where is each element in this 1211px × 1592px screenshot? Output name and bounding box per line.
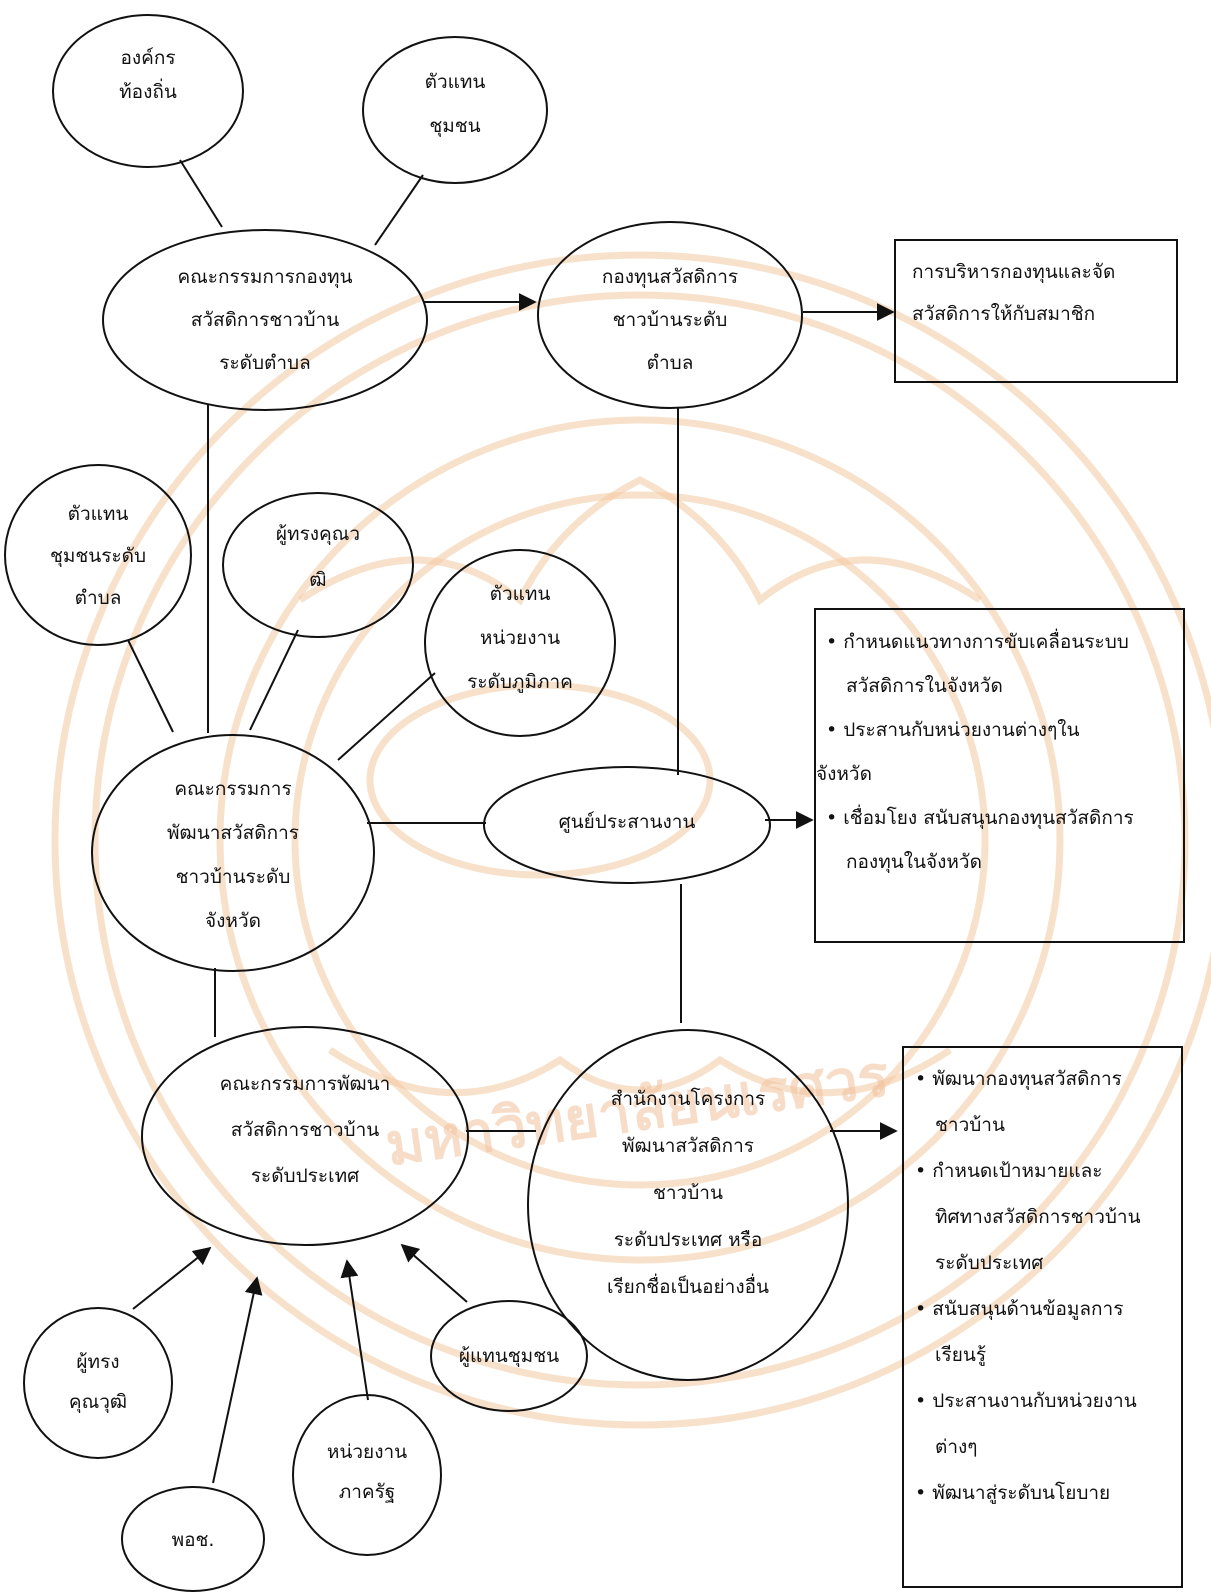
national-committee-label-line: คณะกรรมการพัฒนา	[220, 1073, 391, 1095]
local-org-node	[52, 14, 244, 168]
province-committee-label-line: ชาวบ้านระดับ	[176, 866, 291, 888]
national-office-label-line: พัฒนาสวัสดิการ	[622, 1135, 754, 1157]
province-tasks-line: กองทุนในจังหวัด	[846, 851, 982, 874]
national-committee-node	[141, 1026, 469, 1246]
province-tasks-line: สวัสดิการในจังหวัด	[846, 675, 1003, 697]
box-shapes	[814, 239, 1185, 1588]
tambon-community-rep-label-line: ชุมชนระดับ	[50, 545, 146, 568]
tambon-committee-label-line: คณะกรรมการกองทุน	[177, 266, 352, 289]
watermark-text: มหาวิทยาลัยนเรศวร	[381, 1041, 893, 1179]
province-tasks-line: • ประสานกับหน่วยงานต่างๆใน	[826, 719, 1080, 741]
local-org-label-line: ท้องถิ่น	[119, 78, 177, 103]
expert-small-label-line: ผู้ทรงคุณว	[276, 523, 360, 546]
local-org-label-line: องค์กร	[120, 47, 175, 69]
regional-rep-label-line: ตัวแทน	[490, 583, 551, 605]
community-rep-label-line: ชุมชน	[429, 115, 480, 138]
tambon-community-rep-label-line: ตำบล	[75, 587, 122, 609]
national-tasks-line: ทิศทางสวัสดิการชาวบ้าน	[935, 1206, 1141, 1228]
tambon-fund-label-line: กองทุนสวัสดิการ	[602, 266, 738, 289]
expert-small-label-line: ฒิ	[309, 569, 326, 591]
community-rep-label-line: ตัวแทน	[425, 71, 486, 93]
national-office-node	[527, 1029, 849, 1381]
national-tasks-line: เรียนรู้	[935, 1344, 986, 1366]
node-shapes	[4, 14, 849, 1592]
national-tasks-line: ระดับประเทศ	[935, 1252, 1043, 1274]
tambon-committee-node	[102, 229, 428, 411]
fund-admin-line: การบริหารกองทุนและจัด	[912, 261, 1115, 284]
national-office-label-line: สำนักงานโครงการ	[611, 1087, 765, 1110]
national-tasks-line: • ประสานงานกับหน่วยงาน	[915, 1390, 1137, 1412]
province-tasks-line: • กำหนดแนวทางการขับเคลื่อนระบบ	[826, 628, 1129, 653]
regional-rep-label-line: หน่วยงาน	[480, 627, 560, 649]
coord-center-label-line: ศูนย์ประสานงาน	[559, 811, 696, 833]
tambon-fund-label-line: ชาวบ้านระดับ	[613, 309, 728, 331]
national-tasks-line: ชาวบ้าน	[935, 1114, 1005, 1136]
box-labels: การบริหารกองทุนและจัดสวัสดิการให้กับสมาช…	[816, 261, 1141, 1504]
fund-admin-box	[894, 239, 1178, 383]
fund-admin-line: สวัสดิการให้กับสมาชิก	[912, 303, 1095, 325]
province-tasks-line: • เชื่อมโยง สนับสนุนกองทุนสวัสดิการ	[826, 804, 1134, 830]
podch-label-line: พอช.	[172, 1529, 215, 1551]
node-labels: องค์กรท้องถิ่นตัวแทนชุมชนคณะกรรมการกองทุ…	[50, 47, 769, 1551]
expert-node	[23, 1307, 173, 1459]
national-tasks-line: • พัฒนาสู่ระดับนโยบาย	[915, 1481, 1110, 1504]
coord-center-node	[483, 766, 771, 884]
tambon-fund-node	[537, 221, 803, 409]
national-committee-label-line: สวัสดิการชาวบ้าน	[231, 1119, 380, 1141]
community-rep-node	[362, 36, 548, 184]
national-tasks-line: • กำหนดเป้าหมายและ	[915, 1160, 1102, 1182]
province-committee-label-line: คณะกรรมการ	[174, 778, 291, 800]
regional-rep-node	[424, 549, 616, 737]
tambon-fund-label-line: ตำบล	[647, 352, 694, 374]
expert-label-line: ผู้ทรง	[76, 1351, 119, 1373]
tambon-committee-label-line: ระดับตำบล	[219, 352, 311, 374]
national-tasks-line: • พัฒนากองทุนสวัสดิการ	[915, 1068, 1122, 1091]
national-office-label-line: ชาวบ้าน	[653, 1182, 723, 1204]
tambon-community-rep-label-line: ตัวแทน	[68, 503, 129, 525]
province-committee-label-line: พัฒนาสวัสดิการ	[167, 822, 299, 844]
national-office-label-line: ระดับประเทศ หรือ	[614, 1229, 763, 1251]
gov-agency-label-line: หน่วยงาน	[327, 1441, 407, 1463]
province-committee-node	[91, 734, 375, 972]
regional-rep-label-line: ระดับภูมิภาค	[467, 671, 573, 693]
province-tasks-box	[814, 608, 1185, 943]
national-tasks-line: ต่างๆ	[935, 1436, 978, 1458]
tambon-community-rep-node	[4, 464, 192, 646]
expert-label-line: คุณวุฒิ	[69, 1391, 127, 1414]
national-committee-label-line: ระดับประเทศ	[251, 1165, 359, 1187]
podch-node	[121, 1486, 265, 1592]
community-rep2-node	[430, 1300, 588, 1412]
national-office-label-line: เรียกชื่อเป็นอย่างอื่น	[607, 1273, 769, 1298]
connectors	[127, 159, 898, 1484]
gov-agency-label-line: ภาครัฐ	[339, 1481, 396, 1503]
province-tasks-line: จังหวัด	[816, 763, 872, 785]
expert-small-node	[222, 492, 414, 638]
national-tasks-box	[902, 1046, 1183, 1588]
community-rep2-label-line: ผู้แทนชุมชน	[459, 1345, 559, 1368]
province-committee-label-line: จังหวัด	[205, 910, 261, 932]
gov-agency-node	[292, 1394, 442, 1556]
tambon-committee-label-line: สวัสดิการชาวบ้าน	[191, 309, 340, 331]
national-tasks-line: • สนับสนุนด้านข้อมูลการ	[915, 1298, 1123, 1321]
